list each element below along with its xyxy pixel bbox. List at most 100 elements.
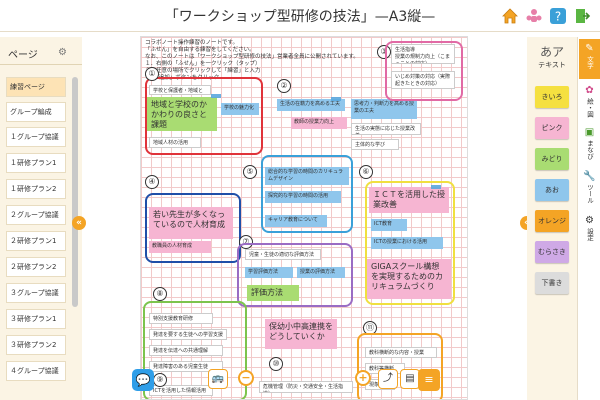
- tab-tools[interactable]: 🔧 ツール: [579, 167, 600, 207]
- sticky-note[interactable]: いじめ対策の対応（実際起きたときの対応）: [391, 71, 455, 89]
- sticky-note[interactable]: 授業の評価方法: [297, 267, 345, 278]
- tab-drawing[interactable]: ✿ 絵・図: [579, 81, 600, 121]
- sticky-note[interactable]: ICT教育: [371, 219, 407, 231]
- sticky-note[interactable]: 学校の魅力化: [221, 103, 259, 115]
- sticky-note[interactable]: 学習評価方法: [245, 267, 293, 278]
- sidebar-scrollbar[interactable]: [72, 77, 78, 307]
- sticky-note[interactable]: 児童・生徒の適切な評価方法: [245, 249, 321, 260]
- sticky-note[interactable]: 教職員の人材育成: [149, 241, 211, 253]
- group-frame-5[interactable]: [261, 155, 353, 233]
- tape-mark: [211, 94, 221, 98]
- group-frame-1[interactable]: [145, 77, 263, 155]
- zoom-out-button[interactable]: −: [238, 370, 254, 386]
- tab-label: 設定: [585, 228, 594, 241]
- group-frame-7[interactable]: [237, 243, 353, 307]
- group-frame-8[interactable]: [143, 301, 247, 399]
- sticky-color-blue[interactable]: あお: [535, 179, 569, 201]
- sticky-note[interactable]: ICTの授業における活用: [371, 237, 443, 249]
- intro-line: コラボノート操作練習のノートです。: [145, 40, 238, 46]
- sticky-color-purple[interactable]: むらさき: [535, 241, 569, 263]
- page-item-3[interactable]: １研修プラン1: [6, 153, 66, 173]
- users-icon[interactable]: [524, 6, 544, 26]
- sticky-note[interactable]: 探究的な学習の時間の活用: [265, 191, 341, 203]
- page-item-2[interactable]: １グループ協議: [6, 127, 66, 147]
- sticky-note[interactable]: 生活の在籍力を高める工夫: [277, 99, 345, 111]
- page-sidebar: ページ ⚙ 練習ページ グループ編成 １グループ協議 １研修プラン1 １研修プラ…: [0, 37, 82, 400]
- tab-label: まなび: [585, 140, 594, 160]
- tool-tabs: ✎ 文字 ✿ 絵・図 ▣ まなび 🔧 ツール ⚙ 設定: [577, 37, 600, 400]
- group-number-9: ⑨: [153, 373, 167, 387]
- page-item-6[interactable]: ２研修プラン1: [6, 231, 66, 251]
- sticky-note[interactable]: 若い先生が多くなっているので人材育成: [149, 207, 233, 239]
- tape-mark: [331, 97, 341, 101]
- sidebar-settings-gear-icon[interactable]: ⚙: [58, 47, 67, 58]
- page-item-0[interactable]: 練習ページ: [6, 77, 66, 97]
- sticky-note[interactable]: 思考力・判断力を高める授業の工夫: [351, 99, 417, 119]
- sticky-note[interactable]: 発達障害のある児童生徒: [149, 361, 223, 372]
- export-icon[interactable]: ▤: [400, 369, 420, 389]
- group-frame-3[interactable]: [385, 41, 463, 101]
- page-item-10[interactable]: ３研修プラン2: [6, 335, 66, 355]
- page-item-11[interactable]: ４グループ協議: [6, 361, 66, 381]
- sticky-note[interactable]: 教科横断的な内容・授業: [365, 347, 437, 358]
- sticky-note[interactable]: 評価方法: [247, 285, 299, 301]
- sticky-color-pink[interactable]: ピンク: [535, 117, 569, 139]
- page-item-9[interactable]: ３研修プラン1: [6, 309, 66, 329]
- intro-text: コラボノート操作練習のノートです。 「ふせん」を自由する練習をしてください。 な…: [145, 40, 359, 82]
- sticky-note[interactable]: 地域人材の活用: [149, 137, 201, 148]
- page-item-5[interactable]: ２グループ協議: [6, 205, 66, 225]
- group-frame-4[interactable]: [145, 193, 241, 263]
- zoom-in-button[interactable]: +: [355, 370, 371, 386]
- sticky-note[interactable]: GIGAスクール構想を実現するためのカリキュラムづくり: [367, 259, 451, 299]
- page-item-7[interactable]: ２研修プラン2: [6, 257, 66, 277]
- tab-label: ツール: [585, 184, 594, 204]
- sticky-color-yellow[interactable]: きいろ: [535, 86, 569, 108]
- sticky-note[interactable]: キャリア教育について: [265, 215, 327, 227]
- group-frame-11[interactable]: [357, 333, 443, 399]
- sticky-note[interactable]: 地域と学校のかかわりの良さと課題: [147, 97, 217, 131]
- bus-icon[interactable]: 🚌: [208, 369, 228, 389]
- app-header: 「ワークショップ型研修の技法」—A3縦— ?: [0, 0, 600, 32]
- text-icon: あア: [539, 45, 564, 59]
- sticky-note[interactable]: 生活の実態に応じた授業改善: [351, 123, 421, 135]
- link-icon[interactable]: ⤴: [378, 369, 398, 389]
- sticky-note[interactable]: 生活指導 授業の規制力向上（こまっことの対応）: [391, 44, 455, 64]
- page-item-1[interactable]: グループ編成: [6, 102, 66, 122]
- tab-text[interactable]: ✎ 文字: [579, 39, 600, 79]
- group-number-1: ①: [145, 67, 159, 81]
- tab-settings[interactable]: ⚙ 設定: [579, 211, 600, 251]
- sticky-note[interactable]: 保幼小中高連携をどうしていくか: [265, 319, 337, 349]
- sticky-color-green[interactable]: みどり: [535, 148, 569, 170]
- note-canvas[interactable]: コラボノート操作練習のノートです。 「ふせん」を自由する練習をしてください。 な…: [140, 36, 468, 400]
- pencil-icon: ✎: [585, 43, 594, 54]
- page-item-4[interactable]: １研修プラン2: [6, 179, 66, 199]
- chat-icon[interactable]: 💬: [132, 369, 154, 391]
- sticky-note[interactable]: 主体的な学び: [351, 139, 399, 150]
- sticky-color-orange[interactable]: オレンジ: [535, 210, 569, 232]
- sticky-palette-panel: あア テキスト きいろ ピンク みどり あお オレンジ むらさき 下書き: [527, 37, 577, 400]
- sticky-note[interactable]: 学校と保護者・地域との連携: [149, 85, 211, 95]
- group-frame-6[interactable]: [365, 181, 455, 305]
- intro-line: １．右側の「ふせん」を一クリック（タップ）: [145, 61, 261, 67]
- gear-icon: ⚙: [585, 215, 594, 226]
- text-note-header[interactable]: あア テキスト: [527, 41, 577, 73]
- group-number-8: ⑧: [153, 287, 167, 301]
- sticky-note[interactable]: 発達を伝達への共通理解: [149, 345, 223, 356]
- page-item-8[interactable]: ３グループ協議: [6, 283, 66, 303]
- sticky-color-draft[interactable]: 下書き: [535, 272, 569, 294]
- palette-icon: ✿: [585, 85, 594, 96]
- group-number-6: ⑥: [359, 165, 373, 179]
- tab-learning[interactable]: ▣ まなび: [579, 123, 600, 163]
- sticky-note[interactable]: 教師の授業力向上: [291, 117, 347, 129]
- exit-icon[interactable]: [572, 6, 592, 26]
- help-icon[interactable]: ?: [548, 6, 568, 26]
- layers-icon[interactable]: ≡: [418, 369, 440, 391]
- sticky-note[interactable]: 特別支援教育研修: [149, 313, 213, 324]
- collapse-sidebar-chevron-icon[interactable]: «: [72, 216, 86, 230]
- home-icon[interactable]: [500, 6, 520, 26]
- sticky-note[interactable]: 危機管理（防災・交通安全・生活指導）: [259, 381, 353, 393]
- sticky-note[interactable]: ＩＣＴを活用した授業改善: [369, 187, 449, 213]
- group-number-4: ④: [145, 175, 159, 189]
- sticky-note[interactable]: 総合的な学習の時間のカリキュラムデザイン: [265, 167, 349, 185]
- sticky-note[interactable]: 発達を要する生徒への学習支援: [149, 329, 227, 340]
